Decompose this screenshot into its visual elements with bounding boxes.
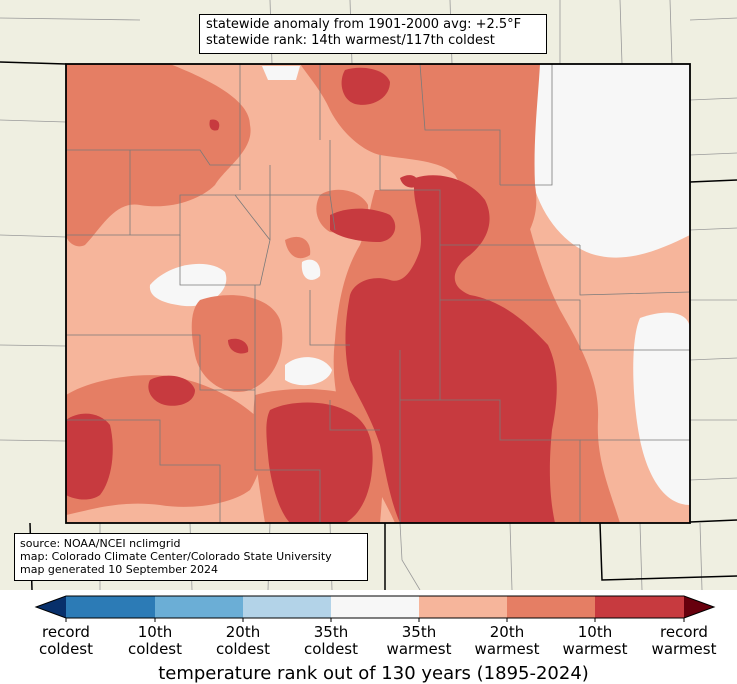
statewide-anomaly-box: statewide anomaly from 1901-2000 avg: +2… (199, 14, 547, 54)
tick-label-line: warmest (651, 640, 717, 658)
tick-label-line: 10th (137, 623, 173, 641)
tick-label-line: warmest (474, 640, 540, 658)
tick-label-line: 10th (577, 623, 613, 641)
colorbar-title: temperature rank out of 130 years (1895-… (158, 663, 589, 684)
colorbar-segment (155, 596, 243, 618)
colorbar-segment (507, 596, 595, 618)
strong-warm-regions (66, 67, 557, 523)
colorbar-segment (66, 596, 155, 618)
colorbar-segment (331, 596, 419, 618)
colorbar-extension-high (684, 596, 714, 618)
tick-label-line: record (660, 623, 708, 641)
colorbar-segment (419, 596, 507, 618)
rank-text: statewide rank: 14th warmest/117th colde… (206, 33, 495, 48)
tick-label-line: warmest (562, 640, 628, 658)
map-credit-text: map: Colorado Climate Center/Colorado St… (20, 550, 332, 563)
colorado-temperature-map (0, 0, 737, 590)
colorbar-segment (595, 596, 684, 618)
colorbar-segment (243, 596, 331, 618)
anomaly-text: statewide anomaly from 1901-2000 avg: +2… (206, 17, 522, 32)
source-text: source: NOAA/NCEI nclimgrid (20, 537, 181, 550)
tick-label-line: 20th (489, 623, 525, 641)
tick-label-line: coldest (127, 640, 183, 658)
tick-label-line: coldest (38, 640, 94, 658)
colorado-border (65, 63, 691, 524)
tick-label-line: 35th (313, 623, 349, 641)
source-info-box: source: NOAA/NCEI nclimgrid map: Colorad… (14, 533, 368, 581)
colorbar-extension-low (36, 596, 66, 618)
map-generated-text: map generated 10 September 2024 (20, 563, 219, 576)
tick-label-line: record (42, 623, 90, 641)
tick-label-line: warmest (386, 640, 452, 658)
tick-label-line: 20th (225, 623, 261, 641)
tick-label-line: 35th (401, 623, 437, 641)
tick-label-line: coldest (303, 640, 359, 658)
tick-label-line: coldest (215, 640, 271, 658)
colorbar (34, 595, 716, 622)
county-boundaries (66, 64, 690, 523)
